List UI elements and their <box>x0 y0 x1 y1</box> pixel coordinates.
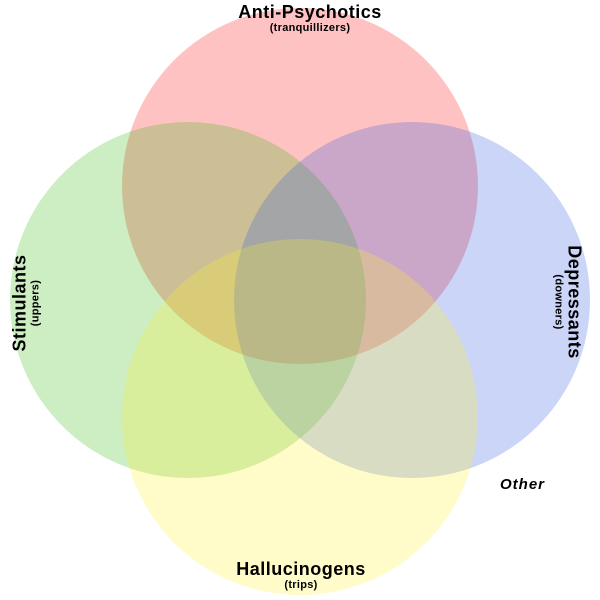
anti-psychotics-subtitle: (tranquillizers) <box>269 21 351 34</box>
depressants-title: Depressants <box>564 245 585 359</box>
depressants-circle <box>234 122 590 478</box>
hallucinogens-subtitle: (trips) <box>284 578 318 591</box>
other-label: Other <box>500 476 546 493</box>
stimulants-subtitle: (uppers) <box>29 279 42 327</box>
anti-psychotics-label: Anti-Psychotics (tranquillizers) <box>238 3 382 34</box>
stimulants-label: Stimulants (uppers) <box>9 254 42 352</box>
hallucinogens-label: Hallucinogens (trips) <box>236 560 366 591</box>
hallucinogens-circle <box>122 239 478 595</box>
depressants-subtitle: (downers) <box>552 274 565 330</box>
depressants-label: Depressants (downers) <box>552 245 585 359</box>
hallucinogens-title: Hallucinogens <box>236 559 366 579</box>
anti-psychotics-title: Anti-Psychotics <box>238 2 382 22</box>
stimulants-title: Stimulants <box>9 254 30 352</box>
anti-psychotics-circle <box>122 8 478 364</box>
stimulants-circle <box>10 122 366 478</box>
